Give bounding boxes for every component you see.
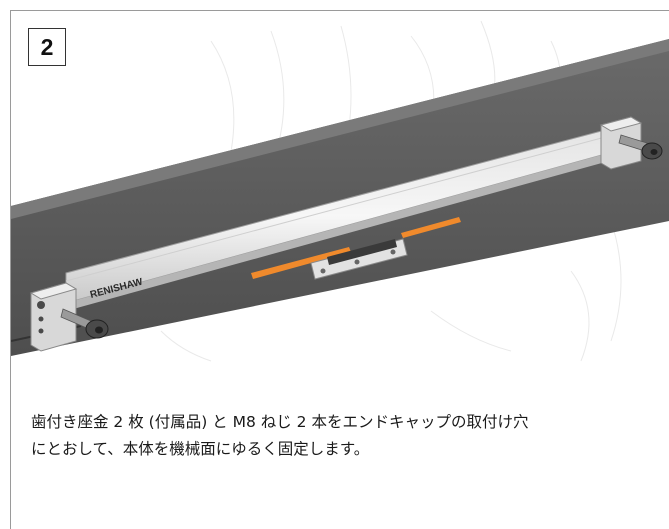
page-frame bbox=[10, 10, 669, 529]
caption-line-1: 歯付き座金 2 枚 (付属品) と M8 ねじ 2 本をエンドキャップの取付け穴 bbox=[31, 413, 529, 431]
caption-line-2: にとおして、本体を機械面にゆるく固定します。 bbox=[31, 440, 370, 458]
instruction-caption: 歯付き座金 2 枚 (付属品) と M8 ねじ 2 本をエンドキャップの取付け穴… bbox=[31, 409, 669, 463]
orange-strip-right bbox=[401, 217, 461, 238]
readhead-clip bbox=[310, 238, 408, 280]
step-number-badge: 2 bbox=[28, 28, 66, 66]
right-screw-icon bbox=[618, 134, 663, 160]
left-screw-icon bbox=[60, 308, 109, 339]
orange-strip-left bbox=[251, 247, 351, 279]
scale-rail-bottom bbox=[66, 153, 609, 311]
left-end-cap bbox=[29, 282, 78, 352]
scale-mounting-illustration: RENISHAW bbox=[11, 11, 669, 381]
housing-top-edge bbox=[11, 39, 669, 219]
